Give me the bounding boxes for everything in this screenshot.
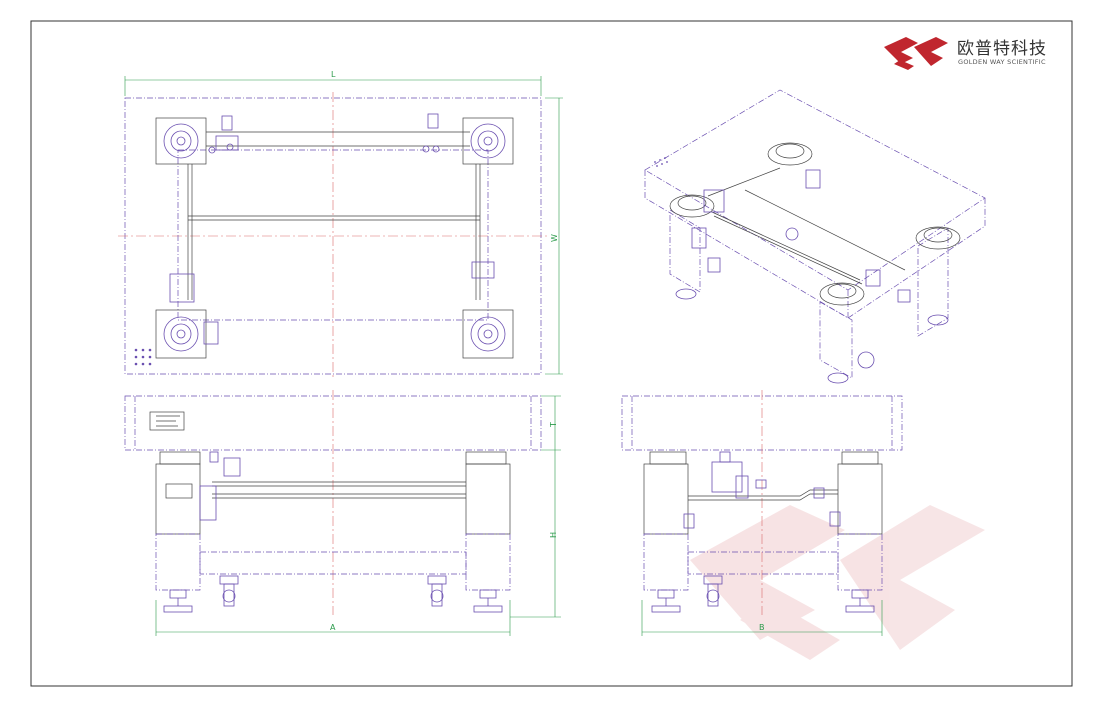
isolator-tr	[462, 117, 514, 165]
dim-label-t: T	[549, 422, 558, 428]
dim-label-w: W	[550, 234, 559, 242]
watermark-logo	[690, 505, 985, 660]
logo-mark-icon	[884, 37, 948, 70]
side-view: B	[621, 390, 903, 636]
sheet-border	[30, 20, 1073, 687]
isolator-br	[462, 309, 514, 359]
front-view: T H A	[124, 390, 561, 636]
isolator-tl	[155, 117, 207, 165]
logo-name-cn: 欧普特科技	[957, 39, 1047, 59]
dim-label-a: A	[330, 623, 336, 632]
logo-name-en: GOLDEN WAY SCIENTIFIC	[958, 58, 1046, 66]
isometric-view	[644, 89, 986, 384]
top-view: L W	[118, 70, 563, 380]
dim-label-l: L	[331, 70, 336, 79]
isolator-bl	[155, 309, 207, 359]
company-logo: 欧普特科技 GOLDEN WAY SCIENTIFIC	[884, 37, 1047, 70]
dim-label-h: H	[549, 532, 558, 538]
dim-label-b: B	[759, 623, 765, 632]
